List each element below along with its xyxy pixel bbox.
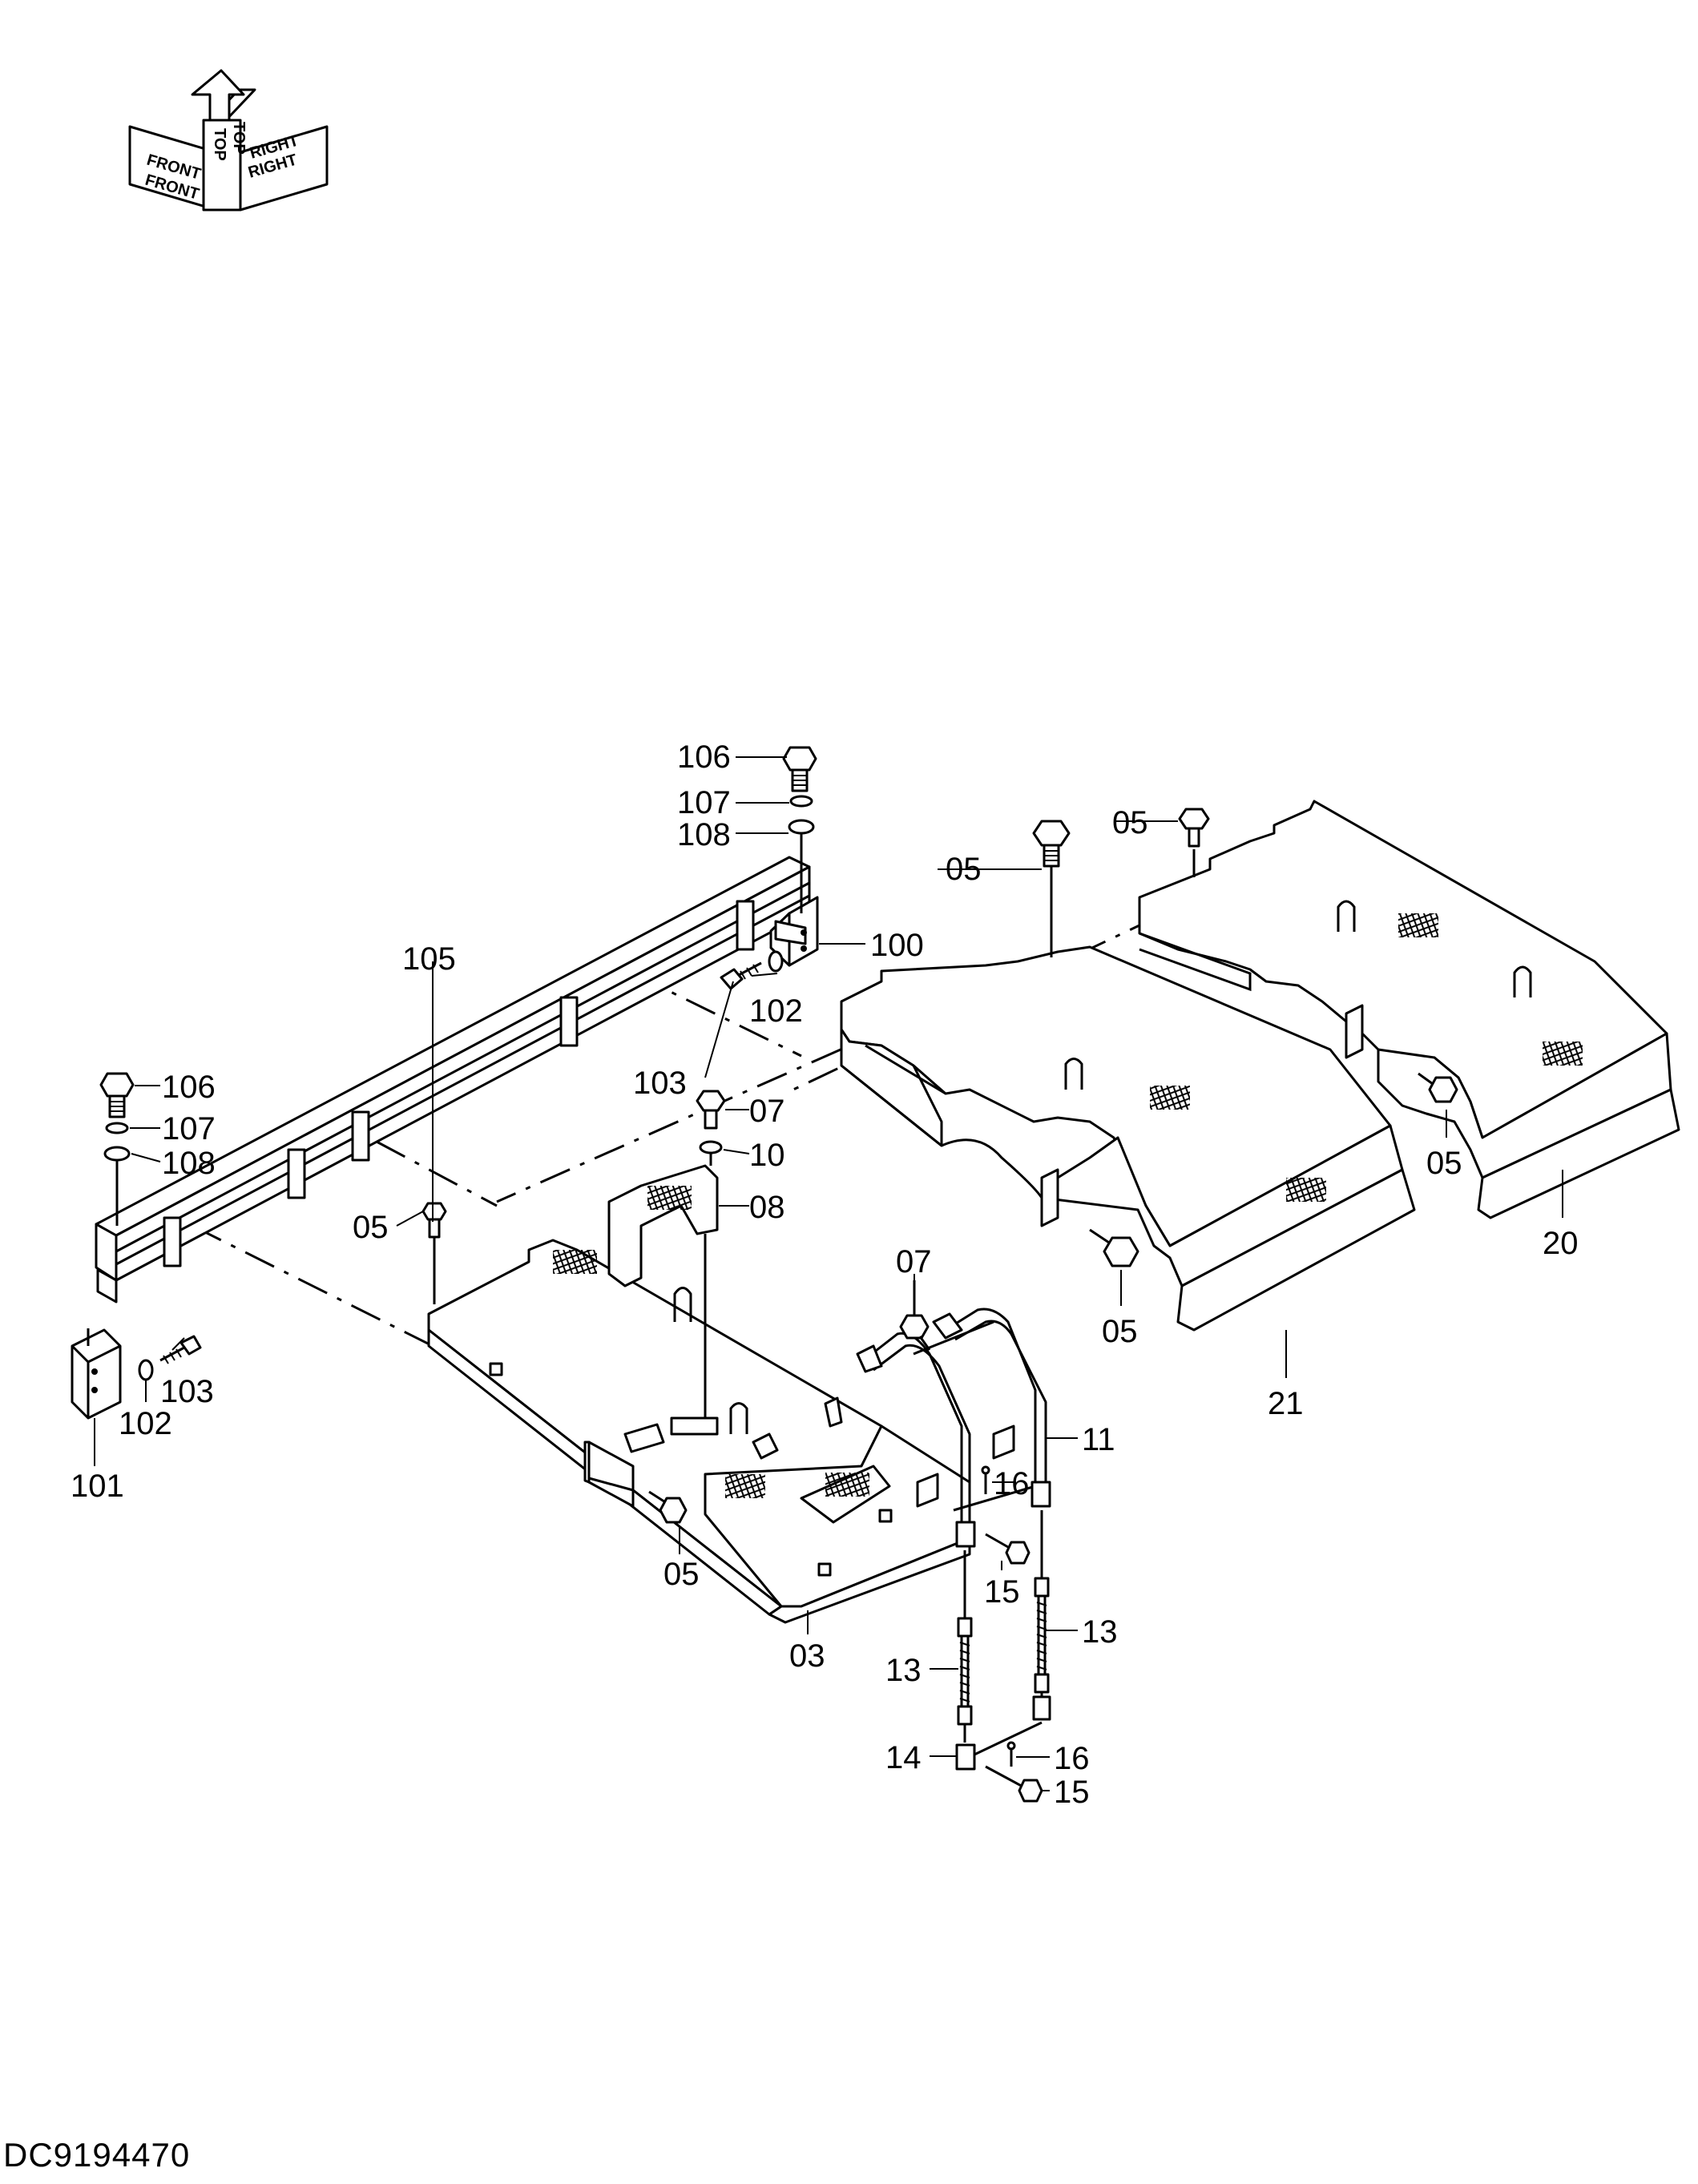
washer-102-bottom-icon — [138, 1359, 154, 1381]
bolt-05-cover20-top-icon — [1178, 808, 1210, 848]
label-107-top: 107 — [677, 785, 731, 820]
bolt-05-left-icon — [421, 1202, 447, 1239]
mount-bracket-08 — [607, 1164, 719, 1436]
label-103-bottom: 103 — [160, 1374, 214, 1409]
bolt-15-lower-icon — [985, 1765, 1043, 1803]
washer-102-top-icon — [768, 950, 784, 973]
label-07-center: 07 — [749, 1094, 785, 1129]
label-08: 08 — [749, 1190, 785, 1225]
bolt-07-center-icon — [696, 1090, 726, 1130]
label-05-lower: 05 — [663, 1557, 700, 1592]
label-106-left: 106 — [162, 1070, 216, 1105]
label-101: 101 — [71, 1469, 124, 1504]
label-105: 105 — [402, 941, 456, 977]
label-15-upper: 15 — [984, 1574, 1020, 1610]
support-rod-13-right — [1034, 1577, 1050, 1694]
floor-cover-20 — [1138, 800, 1680, 1219]
orientation-top-label: TOP — [230, 122, 248, 155]
label-102-bottom: 102 — [119, 1406, 172, 1441]
washer-10-icon — [699, 1140, 723, 1154]
label-05-cover21-bottom: 05 — [1102, 1314, 1138, 1349]
floor-cover-21 — [840, 945, 1416, 1332]
label-14: 14 — [885, 1740, 922, 1775]
bracket-101 — [71, 1328, 122, 1420]
label-10: 10 — [749, 1138, 785, 1173]
label-103-top: 103 — [633, 1066, 687, 1101]
label-16-upper: 16 — [994, 1466, 1030, 1501]
label-16-lower: 16 — [1054, 1741, 1090, 1776]
label-20: 20 — [1543, 1226, 1579, 1261]
bracket-100 — [769, 896, 819, 967]
pin-16-upper-icon — [981, 1465, 990, 1494]
bolt-05-cover20-bottom-icon — [1418, 1072, 1458, 1103]
side-rail-105 — [95, 856, 811, 1304]
spring-washer-107-left-icon — [105, 1122, 129, 1134]
label-13-right: 13 — [1082, 1614, 1118, 1650]
bracket-14 — [955, 1692, 1051, 1771]
washer-108-top-icon — [788, 819, 815, 835]
bolt-05-cover21-bottom-icon — [1089, 1228, 1139, 1267]
label-05-cover20-top: 05 — [1112, 805, 1148, 840]
label-05-cover21-top: 05 — [946, 852, 982, 887]
pin-16-lower-icon — [1006, 1741, 1016, 1767]
bolt-05-lower-icon — [648, 1490, 688, 1524]
label-107-left: 107 — [162, 1111, 216, 1146]
label-102-top: 102 — [749, 993, 803, 1029]
leader-lines — [94, 756, 1563, 1791]
label-21: 21 — [1268, 1386, 1304, 1421]
label-15-lower: 15 — [1054, 1775, 1090, 1810]
callout-labels: 106 107 108 100 105 102 103 05 05 106 10… — [71, 739, 1579, 1810]
bolt-103-top-icon — [720, 961, 762, 990]
bolt-15-upper-icon — [985, 1533, 1030, 1565]
bolt-106-left-icon — [99, 1072, 135, 1118]
orientation-indicator-icon: FRONT FRONT TOP TOP RIGHT RIGHT — [128, 69, 329, 212]
label-100: 100 — [870, 928, 924, 963]
support-rod-13-left — [957, 1617, 973, 1726]
label-03: 03 — [789, 1638, 825, 1674]
orientation-top-mirrored: TOP — [211, 128, 228, 161]
label-11: 11 — [1082, 1422, 1115, 1457]
label-13-left: 13 — [885, 1653, 922, 1688]
bolt-103-bottom-icon — [159, 1335, 202, 1364]
label-108-left: 108 — [162, 1146, 216, 1181]
bolt-106-top-icon — [782, 746, 817, 792]
document-code: DC9194470 — [3, 2136, 191, 2174]
spring-washer-107-top-icon — [789, 795, 813, 808]
washer-108-left-icon — [103, 1146, 131, 1162]
label-106-top: 106 — [677, 739, 731, 775]
label-05-left: 05 — [353, 1210, 389, 1245]
bolt-05-cover21-top-icon — [1032, 820, 1071, 868]
label-07-handrail: 07 — [896, 1244, 932, 1279]
bolt-07-handrail-icon — [899, 1314, 931, 1351]
label-05-cover20-bottom: 05 — [1426, 1146, 1462, 1181]
label-108-top: 108 — [677, 817, 731, 852]
